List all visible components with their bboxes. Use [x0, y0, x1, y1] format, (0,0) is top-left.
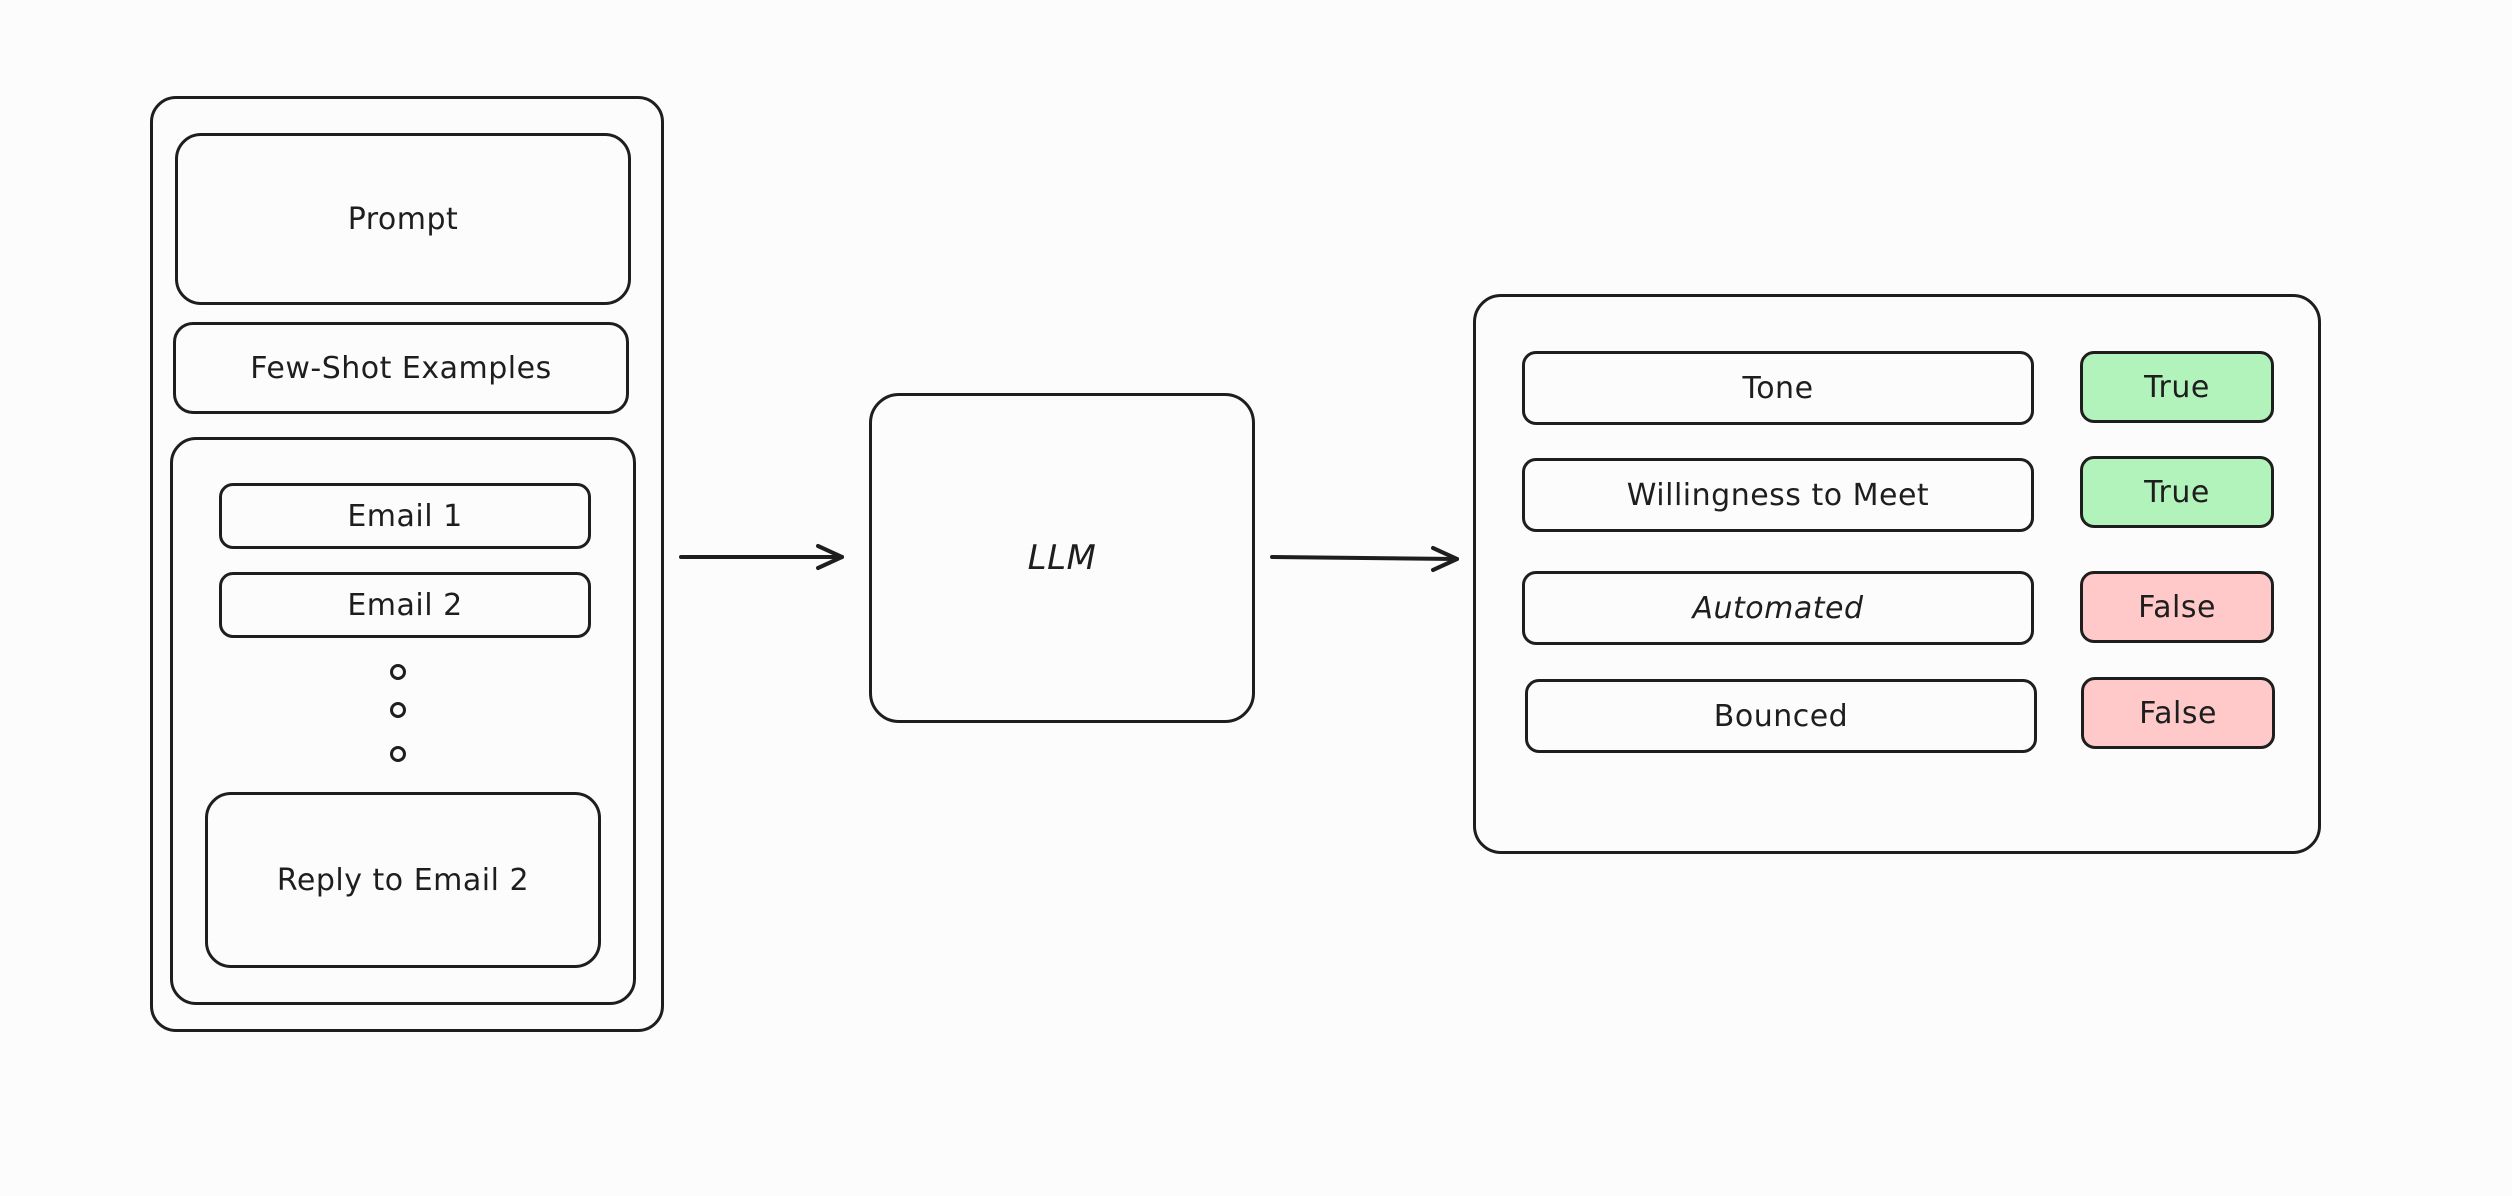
llm-box: LLM: [869, 393, 1255, 723]
value-tone-label: True: [2144, 369, 2210, 405]
few-shot-examples-label: Few-Shot Examples: [250, 350, 552, 386]
value-bounced-badge: False: [2081, 677, 2275, 749]
value-willingness-label: True: [2144, 474, 2210, 510]
email-1-box: Email 1: [219, 483, 591, 549]
email-2-label: Email 2: [347, 587, 463, 623]
value-automated-label: False: [2138, 589, 2216, 625]
value-automated-badge: False: [2080, 571, 2274, 643]
arrowhead-llm-to-output: [1431, 546, 1459, 572]
input-panel: [150, 96, 664, 1032]
ellipsis-dot-1: [390, 664, 406, 680]
email-1-label: Email 1: [347, 498, 463, 534]
llm-label: LLM: [1027, 538, 1097, 578]
arrow-llm-to-output: [1270, 555, 1459, 561]
value-willingness-badge: True: [2080, 456, 2274, 528]
attribute-willingness-label: Willingness to Meet: [1626, 477, 1930, 513]
arrowhead-input-to-llm: [816, 544, 844, 570]
attribute-bounced-label: Bounced: [1713, 698, 1849, 734]
email-2-box: Email 2: [219, 572, 591, 638]
reply-box: Reply to Email 2: [205, 792, 601, 968]
attribute-willingness-box: Willingness to Meet: [1522, 458, 2034, 532]
ellipsis-dot-2: [390, 702, 406, 718]
examples-container: [170, 437, 636, 1005]
ellipsis-dot-3: [390, 746, 406, 762]
attribute-tone-box: Tone: [1522, 351, 2034, 425]
value-bounced-label: False: [2139, 695, 2217, 731]
attribute-bounced-box: Bounced: [1525, 679, 2037, 753]
attribute-automated-label: Automated: [1692, 590, 1864, 626]
prompt-box: Prompt: [175, 133, 631, 305]
few-shot-examples-box: Few-Shot Examples: [173, 322, 629, 414]
output-panel: [1473, 294, 2321, 854]
attribute-tone-label: Tone: [1742, 370, 1814, 406]
attribute-automated-box: Automated: [1522, 571, 2034, 645]
reply-label: Reply to Email 2: [276, 862, 530, 898]
prompt-label: Prompt: [347, 201, 459, 237]
value-tone-badge: True: [2080, 351, 2274, 423]
